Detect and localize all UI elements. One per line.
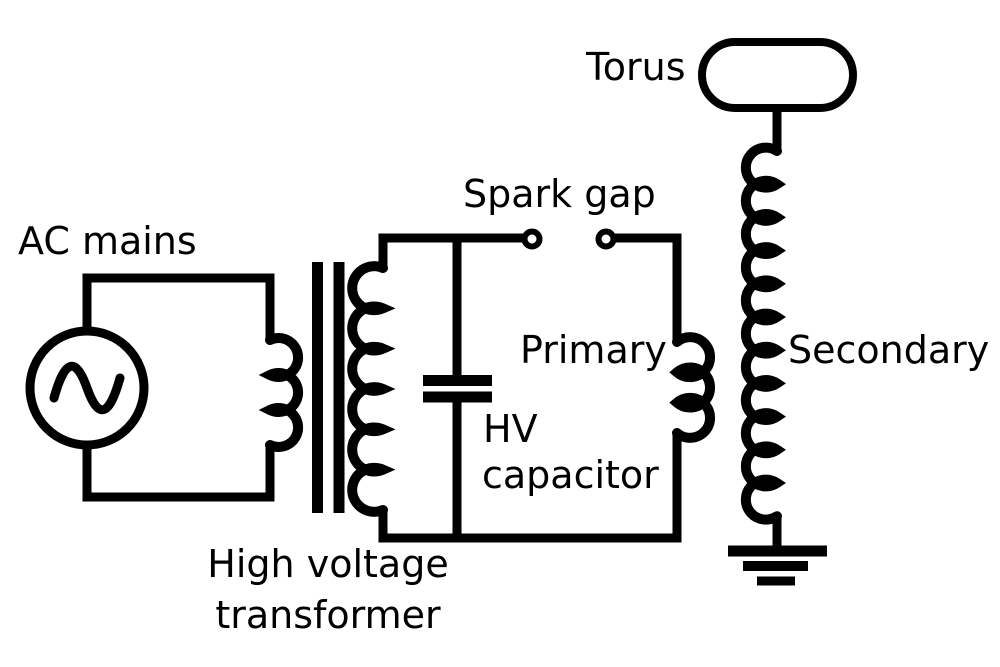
ac-loop-top-wire	[82, 273, 275, 340]
secondary-label: Secondary	[788, 328, 989, 372]
ground-symbol	[728, 545, 827, 586]
hv-top-wire	[378, 233, 523, 268]
primary-coil	[669, 332, 715, 443]
transformer-primary-winding	[258, 333, 304, 452]
hv-capacitor-label-line2: capacitor	[482, 453, 659, 497]
ac-mains-label: AC mains	[18, 219, 197, 263]
spark-gap-left-terminal	[521, 228, 543, 250]
primary-label: Primary	[520, 328, 667, 372]
ac-loop-bottom-wire	[82, 445, 275, 502]
transformer-label-line2: transformer	[215, 593, 441, 637]
spark-gap-right-terminal	[595, 228, 617, 250]
transformer-label-line1: High voltage	[207, 542, 448, 586]
bottom-bus-wire	[378, 433, 682, 543]
transformer-secondary-winding	[347, 261, 396, 517]
hv-capacitor-label-line1: HV	[483, 407, 538, 451]
secondary-coil	[740, 142, 786, 525]
spark-gap-right-wire	[615, 233, 682, 342]
sine-wave-icon	[49, 362, 125, 414]
torus-label: Torus	[585, 45, 686, 89]
spark-gap-label: Spark gap	[463, 172, 656, 216]
torus-electrode	[698, 38, 857, 112]
